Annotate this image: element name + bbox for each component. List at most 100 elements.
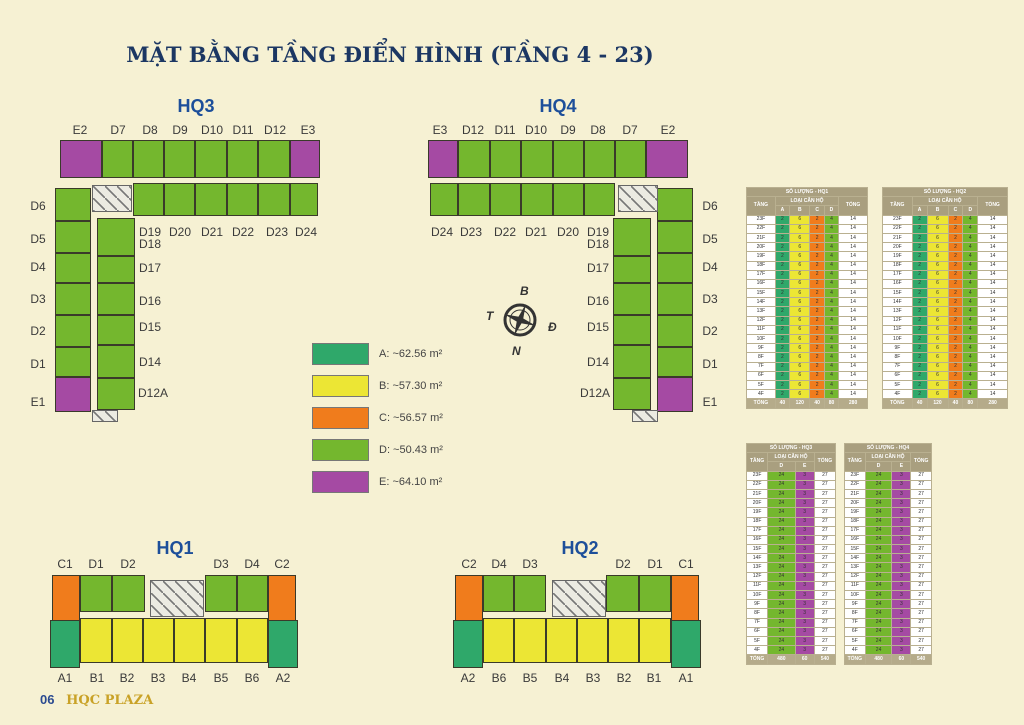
count-cell: 4 xyxy=(962,251,979,262)
unit-hq3-d6 xyxy=(55,188,91,221)
count-cell: 3 xyxy=(794,516,815,527)
floor-cell: 23F xyxy=(844,470,866,481)
unit-hq4-d8 xyxy=(584,140,615,178)
row-total-cell: 27 xyxy=(910,498,932,509)
unit-label: E2 xyxy=(660,123,676,137)
row-total-cell: 14 xyxy=(977,315,1008,326)
unit-hq1-d2 xyxy=(112,575,145,612)
floor-cell: 19F xyxy=(745,507,769,518)
floor-cell: 4F xyxy=(745,645,769,656)
unit-hq2-b5 xyxy=(514,618,546,663)
floor-cell: 21F xyxy=(745,488,769,500)
count-cell: 2 xyxy=(947,242,964,253)
page-title: MẶT BẰNG TẦNG ĐIỂN HÌNH (TẦNG 4 - 23) xyxy=(126,42,654,67)
unit-label: D2 xyxy=(30,324,46,338)
unit-hq3-d12 xyxy=(258,140,290,178)
row-total-cell: 14 xyxy=(838,333,868,345)
floor-cell: 13F xyxy=(746,306,776,317)
count-cell: 4 xyxy=(823,278,840,290)
unit-hq3-d8 xyxy=(133,140,164,178)
type-total-cell: 120 xyxy=(789,398,811,409)
type-total-cell: 40 xyxy=(911,398,928,409)
unit-label: D3 xyxy=(522,557,538,571)
count-cell: 24 xyxy=(864,599,893,610)
count-cell: 3 xyxy=(891,553,912,564)
floor-cell: 15F xyxy=(882,288,913,299)
unit-hq3-e1 xyxy=(55,377,91,412)
unit-label: D8 xyxy=(142,123,158,137)
unit-label: D4 xyxy=(702,260,718,274)
count-cell: 2 xyxy=(809,269,825,280)
floor-cell: 20F xyxy=(882,242,913,253)
count-cell: 2 xyxy=(947,232,964,244)
count-cell: 2 xyxy=(911,306,928,317)
total-header: TỔNG xyxy=(838,196,868,216)
count-cell: 2 xyxy=(911,242,928,253)
count-cell: 2 xyxy=(809,223,825,234)
count-cell: 6 xyxy=(926,223,949,234)
floor-cell: 8F xyxy=(746,352,776,363)
unit-label: D5 xyxy=(702,232,718,246)
table-title: SỐ LƯỢNG - HQ3 xyxy=(746,442,836,454)
count-cell: 4 xyxy=(823,214,840,225)
unit-hq3-d19 xyxy=(133,183,164,216)
unit-label: B6 xyxy=(244,671,260,685)
unit-hq4-d16 xyxy=(613,283,651,315)
floor-cell: 12F xyxy=(882,315,913,326)
count-cell: 4 xyxy=(823,306,840,317)
row-total-cell: 14 xyxy=(838,343,868,354)
count-cell: 2 xyxy=(947,278,964,290)
count-cell: 2 xyxy=(947,297,964,308)
floor-cell: 9F xyxy=(844,599,866,610)
count-cell: 2 xyxy=(809,214,825,225)
count-cell: 3 xyxy=(794,470,815,481)
unit-label: D22 xyxy=(493,225,517,239)
count-cell: 24 xyxy=(864,488,893,500)
count-cell: 3 xyxy=(891,571,912,582)
unit-hq3-d2 xyxy=(55,315,91,347)
row-total-cell: 14 xyxy=(977,297,1008,308)
row-total-cell: 27 xyxy=(813,498,837,509)
count-cell: 4 xyxy=(962,242,979,253)
type-header: D xyxy=(962,205,979,216)
unit-hq3-d21 xyxy=(195,183,227,216)
floor-cell: 10F xyxy=(844,589,866,601)
row-total-cell: 27 xyxy=(910,580,932,592)
count-cell: 3 xyxy=(891,562,912,573)
count-cell: 6 xyxy=(789,223,811,234)
count-cell: 2 xyxy=(947,343,964,354)
unit-hq4-d18 xyxy=(613,218,651,256)
count-cell: 4 xyxy=(962,223,979,234)
legend-swatch xyxy=(312,374,369,397)
floor-cell: 22F xyxy=(844,479,866,490)
count-cell: 2 xyxy=(774,352,791,363)
count-cell: 6 xyxy=(789,214,811,225)
unit-hq3-d17 xyxy=(97,256,135,283)
unit-label: A1 xyxy=(57,671,73,685)
legend-item-d: D: ~50.43 m² xyxy=(312,436,443,463)
floor-cell: 13F xyxy=(844,562,866,573)
count-cell: 6 xyxy=(926,288,949,299)
floor-cell: 11F xyxy=(844,580,866,592)
row-total-cell: 27 xyxy=(813,635,837,647)
count-cell: 24 xyxy=(864,470,893,481)
unit-label: D1 xyxy=(88,557,104,571)
floor-cell: 9F xyxy=(746,343,776,354)
unit-label: D24 xyxy=(430,225,454,239)
unit-label: A2 xyxy=(460,671,476,685)
